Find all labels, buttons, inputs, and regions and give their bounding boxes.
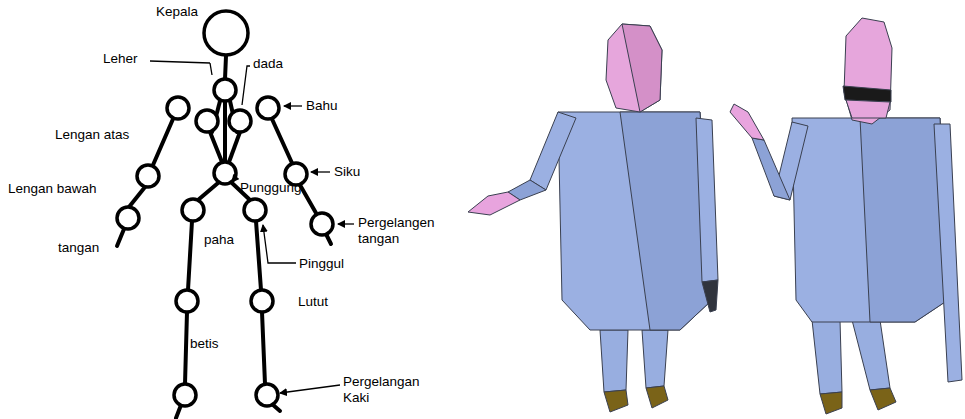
part-label: Lengan bawah <box>8 181 97 197</box>
part-label: Leher <box>103 51 138 67</box>
part-label: tangan <box>58 240 99 256</box>
part-label: Bahu <box>306 98 338 114</box>
part-label: Pergelangen tangan <box>358 215 438 247</box>
part-label: betis <box>190 336 219 352</box>
part-label: Lengan atas <box>55 127 129 143</box>
part-label: Pinggul <box>299 256 344 272</box>
part-label: Siku <box>334 164 360 180</box>
part-label: Pergelangan Kaki <box>343 374 409 406</box>
part-label: Punggung <box>240 180 302 196</box>
part-label: paha <box>204 232 234 248</box>
part-label: dada <box>253 56 283 72</box>
part-label: Kepala <box>156 4 198 20</box>
part-label: Lutut <box>298 294 328 310</box>
